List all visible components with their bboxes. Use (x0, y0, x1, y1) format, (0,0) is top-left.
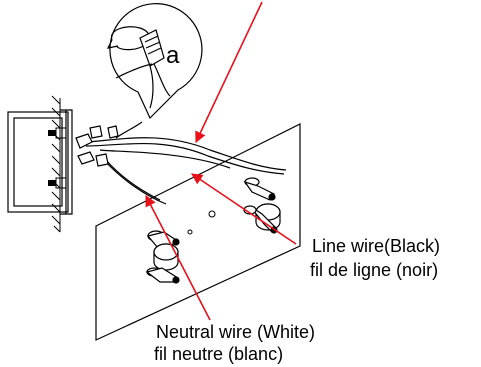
neutral-wire-label-en: Neutral wire (White) (156, 322, 316, 342)
pointer-neutral-wire (145, 195, 211, 321)
center-hole (208, 210, 216, 218)
pointer-line-wire (191, 173, 297, 245)
box-mounting-tabs (48, 127, 67, 189)
pointer-lines (145, 1, 297, 321)
neutral-wire-label-fr: fil neutre (blanc) (154, 344, 284, 364)
left-posts (145, 230, 180, 284)
electrical-box (7, 109, 73, 215)
pointer-top (195, 1, 263, 144)
callout-letter-a: a (166, 42, 180, 69)
wire-nuts (75, 125, 119, 167)
fixture-plate (95, 123, 301, 341)
line-wire-label-fr: fil de ligne (noir) (310, 260, 439, 280)
wire-nut-icon (139, 29, 165, 67)
small-hole (187, 229, 193, 235)
callout-wires (115, 63, 171, 109)
line-wire-label-en: Line wire(Black) (312, 236, 441, 256)
